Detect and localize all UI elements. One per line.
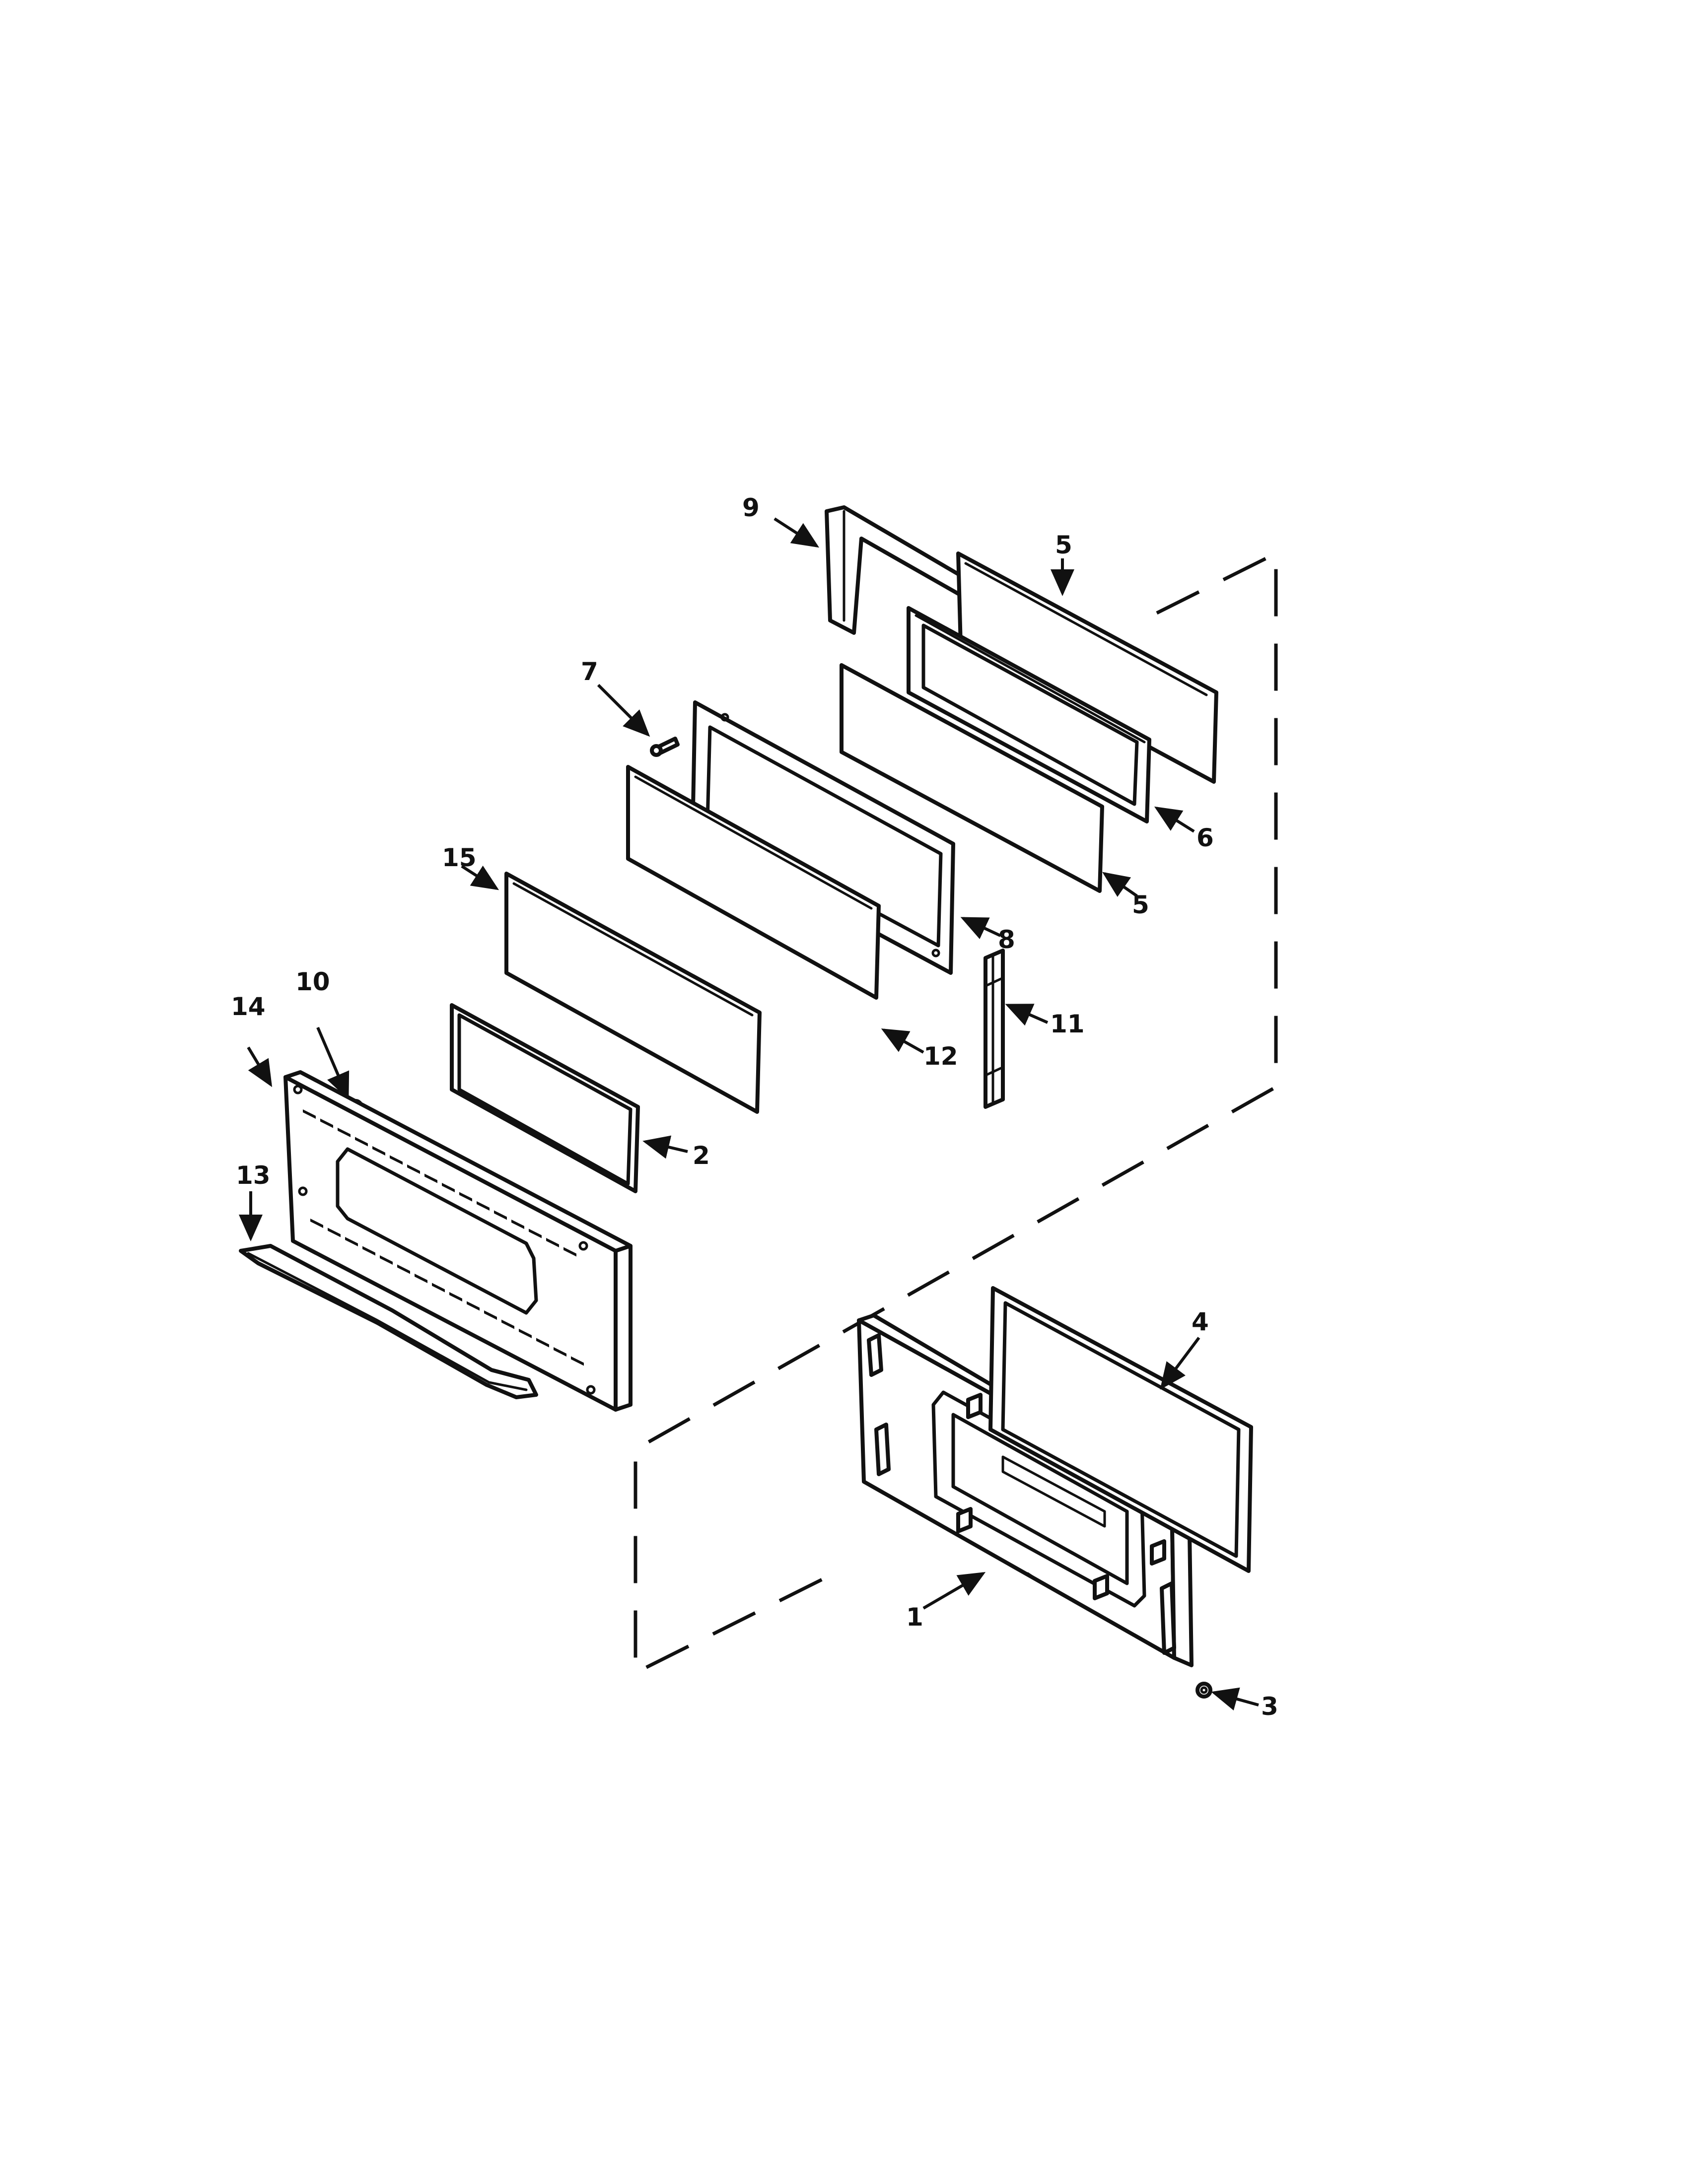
vent-slot bbox=[432, 1283, 445, 1293]
part-3-nut bbox=[1196, 1682, 1212, 1699]
vent-slot bbox=[380, 1255, 393, 1265]
part-11-bracket bbox=[984, 949, 1005, 1109]
vent-slot bbox=[546, 1238, 559, 1247]
callout-11: 11 bbox=[1050, 1010, 1085, 1038]
vent-slot bbox=[320, 1118, 333, 1128]
callout-3: 3 bbox=[1261, 1692, 1278, 1721]
vent-slot bbox=[449, 1292, 462, 1301]
callout-14: 14 bbox=[231, 992, 266, 1021]
vent-slot bbox=[372, 1146, 385, 1156]
vent-slot bbox=[328, 1228, 341, 1237]
leader-1 bbox=[922, 1571, 986, 1610]
vent-slot bbox=[536, 1338, 549, 1348]
leader-12 bbox=[881, 1028, 924, 1054]
vent-slot bbox=[519, 1329, 532, 1338]
vent-slot bbox=[407, 1164, 420, 1174]
leader-7 bbox=[597, 683, 650, 737]
part-5-front-glass bbox=[840, 663, 1104, 893]
vent-slot bbox=[511, 1220, 524, 1229]
part-7-screw bbox=[650, 737, 680, 757]
leader-15 bbox=[461, 865, 499, 890]
leader-lines bbox=[239, 517, 1259, 1710]
vent-slot bbox=[467, 1301, 480, 1311]
vent-slot bbox=[501, 1319, 514, 1329]
vent-slot bbox=[442, 1183, 455, 1192]
leader-9 bbox=[774, 517, 820, 548]
part-12-glass bbox=[626, 765, 881, 1000]
vent-slot bbox=[529, 1228, 542, 1238]
leader-11 bbox=[1005, 1004, 1049, 1026]
vent-slot bbox=[397, 1264, 410, 1274]
callout-13: 13 bbox=[236, 1161, 271, 1190]
vent-slot bbox=[338, 1128, 351, 1137]
part-14-outer-panel bbox=[283, 1070, 633, 1412]
vent-slot bbox=[494, 1210, 507, 1220]
part-2-gasket bbox=[450, 1003, 640, 1193]
vent-slot bbox=[424, 1173, 437, 1183]
part-5-rear-glass bbox=[956, 551, 1218, 784]
vent-slot bbox=[390, 1155, 403, 1165]
callout-7: 7 bbox=[581, 657, 598, 686]
leader-14 bbox=[247, 1046, 273, 1088]
vent-slot bbox=[355, 1137, 368, 1147]
leader-3 bbox=[1211, 1687, 1259, 1710]
callout-12: 12 bbox=[923, 1042, 958, 1071]
callout-15: 15 bbox=[442, 843, 477, 872]
callout-5-bottom: 5 bbox=[1132, 890, 1149, 919]
vent-slot bbox=[345, 1237, 358, 1246]
vent-slot bbox=[571, 1356, 584, 1366]
vent-slot bbox=[477, 1201, 490, 1211]
vent-slots bbox=[303, 1109, 584, 1366]
callout-6: 6 bbox=[1196, 823, 1214, 852]
vent-slot bbox=[362, 1246, 375, 1256]
vent-slot bbox=[484, 1310, 497, 1320]
part-6-inner-frame bbox=[907, 606, 1151, 823]
callout-5-top: 5 bbox=[1055, 531, 1072, 559]
callout-labels: 9 5 7 6 5 15 8 12 11 10 14 2 13 4 1 3 bbox=[231, 493, 1278, 1721]
part-8-liner-frame bbox=[691, 700, 955, 975]
vent-slot bbox=[554, 1347, 566, 1357]
leader-5b bbox=[1102, 872, 1138, 897]
vent-slot bbox=[563, 1247, 576, 1257]
callout-2: 2 bbox=[693, 1141, 710, 1170]
part-15-glass bbox=[504, 872, 762, 1114]
vent-slot bbox=[415, 1274, 427, 1283]
assembly-boundary bbox=[633, 550, 1278, 1676]
leader-8 bbox=[960, 917, 1001, 940]
leader-10 bbox=[316, 1026, 350, 1100]
leader-6 bbox=[1154, 806, 1195, 833]
leader-2 bbox=[642, 1135, 688, 1159]
part-13-handle bbox=[239, 1244, 538, 1399]
vent-slot bbox=[303, 1109, 316, 1119]
callout-10: 10 bbox=[295, 967, 330, 996]
callout-4: 4 bbox=[1192, 1307, 1209, 1336]
callout-8: 8 bbox=[998, 925, 1015, 954]
vent-slot bbox=[310, 1219, 323, 1228]
leader-4 bbox=[1160, 1337, 1200, 1390]
callout-9: 9 bbox=[742, 493, 760, 522]
callout-1: 1 bbox=[906, 1603, 923, 1632]
vent-slot bbox=[459, 1192, 472, 1202]
